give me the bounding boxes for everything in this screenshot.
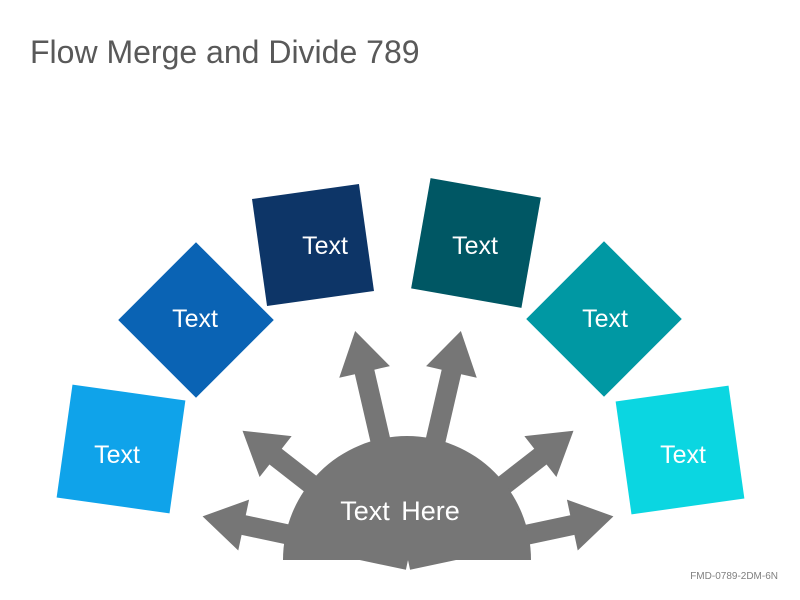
text-box-5-shape xyxy=(526,241,682,397)
text-box-2-shape xyxy=(118,242,274,398)
text-box-5 xyxy=(526,241,682,397)
text-box-3-label: Text xyxy=(302,232,348,260)
text-box-6 xyxy=(615,385,745,515)
text-box-4 xyxy=(411,178,541,308)
text-box-6-label: Text xyxy=(660,441,706,469)
text-box-4-shape xyxy=(411,178,541,308)
text-box-6-shape xyxy=(615,385,745,515)
text-box-3-shape xyxy=(252,184,374,306)
text-box-1 xyxy=(56,384,186,514)
slide-code: FMD-0789-2DM-6N xyxy=(690,571,778,582)
text-box-1-label: Text xyxy=(94,441,140,469)
hub-label: Text Here xyxy=(340,496,460,526)
text-box-4-label: Text xyxy=(452,232,498,260)
slide-title: Flow Merge and Divide 789 xyxy=(30,34,420,70)
text-box-5-label: Text xyxy=(582,305,628,333)
text-box-2 xyxy=(118,242,274,398)
text-box-2-label: Text xyxy=(172,305,218,333)
text-box-3 xyxy=(252,184,374,306)
text-box-1-shape xyxy=(56,384,186,514)
hub-semicircle xyxy=(283,436,531,560)
